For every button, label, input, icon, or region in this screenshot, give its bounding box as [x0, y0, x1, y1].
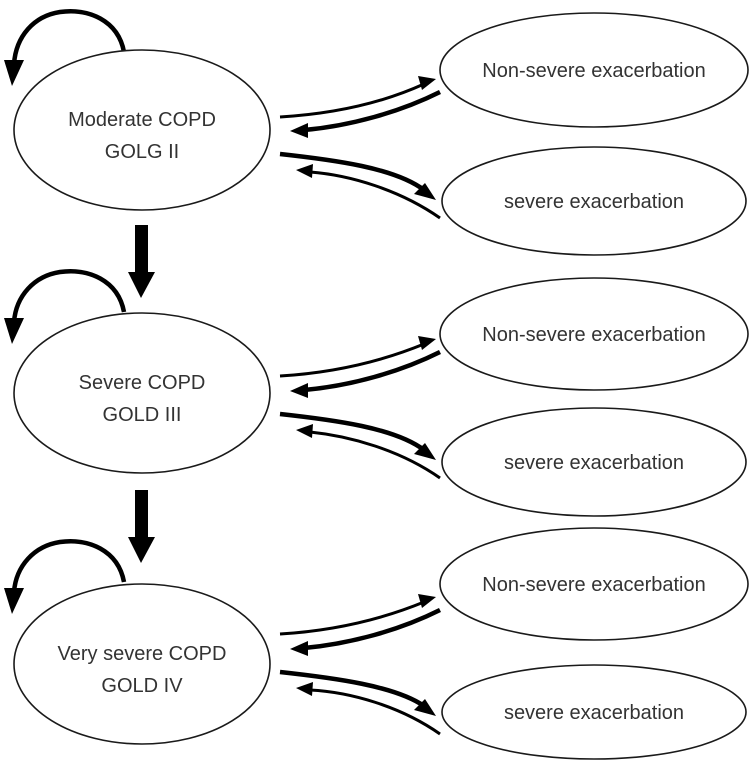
arrow-to-nonsevere-moderate — [279, 82, 425, 119]
severe-label-moderate: severe exacerbation — [504, 191, 684, 213]
progression-arrow-shaft-1 — [135, 225, 148, 273]
arrowhead-to-severe-severe — [414, 443, 436, 460]
state-label-moderate-line1: Moderate COPD — [68, 109, 216, 131]
arrowhead-to-nonsevere-very-severe — [418, 594, 436, 608]
arrowhead-from-severe-severe — [296, 424, 313, 438]
nonsevere-label-moderate: Non-severe exacerbation — [482, 60, 705, 82]
state-label-severe-line2: GOLD III — [103, 404, 182, 426]
state-node-moderate — [13, 49, 271, 211]
progression-arrowhead-1 — [128, 272, 155, 298]
arrow-to-nonsevere-severe — [279, 342, 425, 378]
nonsevere-node-moderate — [439, 12, 749, 128]
arrow-to-nonsevere-very-severe — [279, 600, 425, 636]
arrowhead-from-severe-very-severe — [296, 682, 313, 696]
state-group-severe: Severe COPD GOLD III Non-severe exacerba… — [4, 269, 749, 517]
self-loop-arrow-severe — [11, 269, 127, 323]
arrow-to-severe-severe — [279, 411, 426, 452]
progression-arrowhead-2 — [128, 537, 155, 563]
severe-node-very-severe — [441, 664, 747, 760]
arrow-from-severe-very-severe — [309, 688, 441, 736]
arrowhead-from-nonsevere-very-severe — [290, 641, 308, 656]
arrowhead-to-nonsevere-moderate — [418, 76, 436, 90]
arrow-to-severe-very-severe — [279, 669, 426, 708]
severe-node-moderate — [441, 146, 747, 256]
nonsevere-label-severe: Non-severe exacerbation — [482, 324, 705, 346]
arrow-from-severe-severe — [309, 430, 441, 480]
progression-arrow-shaft-2 — [135, 490, 148, 538]
self-loop-arrowhead-moderate — [4, 60, 24, 86]
state-label-very-severe-line1: Very severe COPD — [58, 643, 227, 665]
arrowhead-to-severe-very-severe — [414, 699, 436, 716]
state-node-very-severe — [13, 583, 271, 745]
arrowhead-to-nonsevere-severe — [418, 336, 436, 350]
nonsevere-node-severe — [439, 277, 749, 391]
nonsevere-node-very-severe — [439, 527, 749, 641]
severe-label-very-severe: severe exacerbation — [504, 702, 684, 724]
state-label-moderate-line2: GOLG II — [105, 141, 179, 163]
state-group-moderate: Moderate COPD GOLG II Non-severe exacerb… — [4, 9, 749, 256]
arrowhead-from-severe-moderate — [296, 164, 313, 178]
arrowhead-from-nonsevere-moderate — [290, 123, 308, 138]
self-loop-arrowhead-severe — [4, 318, 24, 344]
arrow-from-nonsevere-very-severe — [303, 607, 442, 651]
arrow-from-nonsevere-moderate — [303, 89, 442, 133]
self-loop-arrow-very-severe — [11, 539, 127, 593]
self-loop-arrowhead-very-severe — [4, 588, 24, 614]
state-node-severe — [13, 312, 271, 474]
arrow-from-nonsevere-severe — [303, 349, 442, 393]
arrowhead-to-severe-moderate — [414, 183, 436, 200]
severe-node-severe — [441, 407, 747, 517]
nonsevere-label-very-severe: Non-severe exacerbation — [482, 574, 705, 596]
state-label-severe-line1: Severe COPD — [79, 372, 206, 394]
severe-label-severe: severe exacerbation — [504, 452, 684, 474]
state-group-very-severe: Very severe COPD GOLD IV Non-severe exac… — [4, 527, 749, 760]
state-label-very-severe-line2: GOLD IV — [101, 675, 183, 697]
arrowhead-from-nonsevere-severe — [290, 383, 308, 398]
arrow-from-severe-moderate — [309, 170, 441, 220]
self-loop-arrow-moderate — [11, 9, 127, 65]
arrow-to-severe-moderate — [279, 151, 426, 192]
